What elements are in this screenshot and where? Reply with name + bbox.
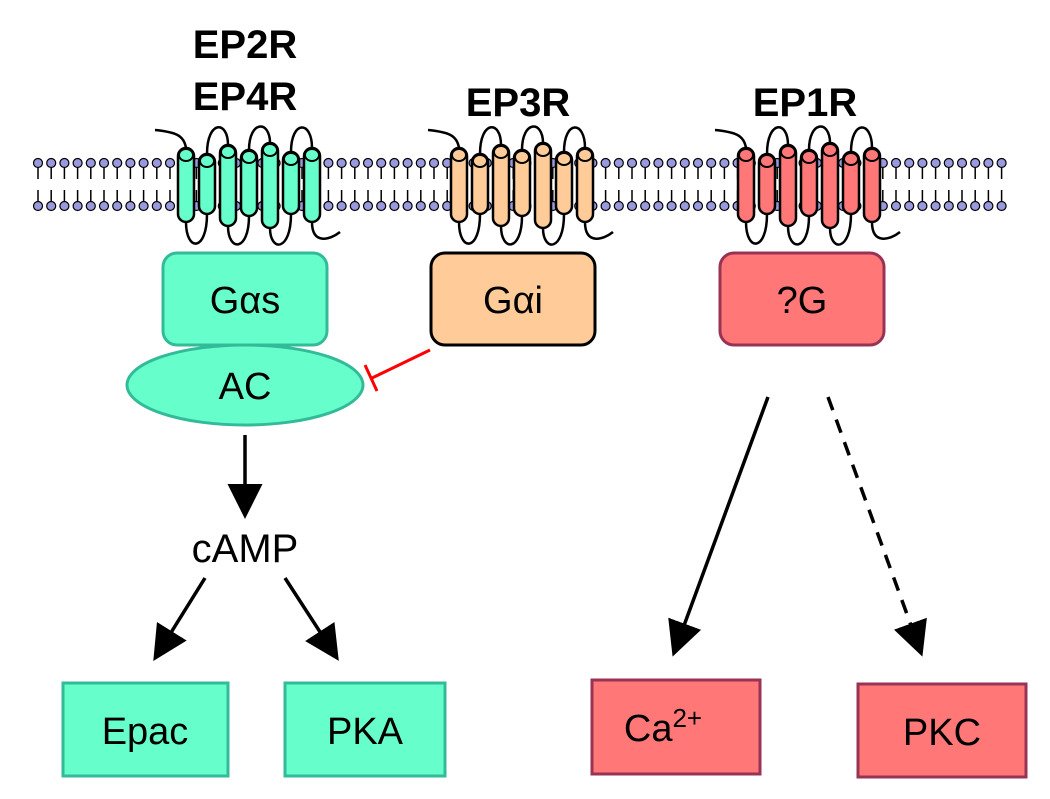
ep4r-label: EP4R	[193, 75, 298, 119]
ca-superscript: 2+	[672, 703, 702, 733]
camp-to-pka-arrow	[283, 577, 339, 661]
pkc-label: PKC	[903, 712, 981, 754]
ep2r-label: EP2R	[193, 23, 298, 67]
ep3r-receptor	[427, 125, 614, 246]
ca-box: Ca2+	[590, 678, 762, 776]
qg-box: ?G	[718, 251, 886, 347]
qg-to-pkc-arrow	[826, 396, 927, 657]
ep1r-receptor	[714, 125, 901, 246]
ep1r-label: EP1R	[753, 81, 858, 125]
camp-label: cAMP	[192, 527, 299, 571]
gai-label: Gαi	[483, 280, 543, 322]
ac-label: AC	[219, 366, 272, 408]
pka-box: PKA	[283, 681, 447, 778]
ca-label: Ca2+	[624, 703, 702, 750]
gai-box: Gαi	[429, 251, 597, 347]
ep3r-label: EP3R	[466, 81, 571, 125]
epac-label: Epac	[102, 711, 189, 753]
qg-label: ?G	[777, 280, 828, 322]
pkc-box: PKC	[856, 682, 1028, 779]
ep2r-ep4r-receptor	[154, 125, 341, 246]
ca-base: Ca	[624, 708, 673, 750]
qg-to-ca-arrow	[668, 396, 770, 657]
ac-ellipse: AC	[125, 343, 365, 427]
gas-label: Gαs	[210, 280, 281, 322]
camp-to-epac-arrow	[153, 577, 207, 661]
inhibition-arrow	[363, 348, 431, 392]
epac-box: Epac	[61, 681, 230, 778]
pka-label: PKA	[327, 711, 404, 753]
gas-box: Gαs	[161, 251, 329, 347]
